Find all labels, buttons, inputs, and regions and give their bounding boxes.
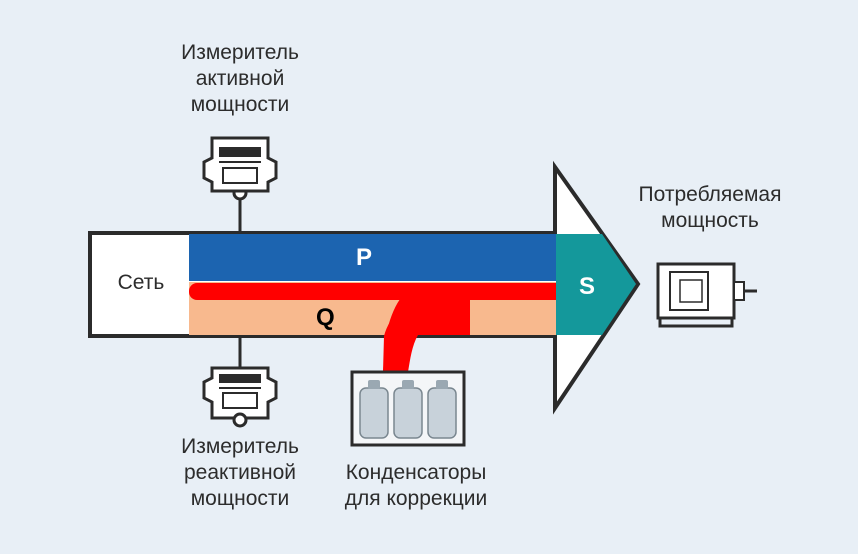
active-meter-icon — [202, 136, 278, 233]
reactive-power-letter: Q — [316, 304, 335, 331]
reactive-meter-label-line2: реактивной — [184, 461, 296, 484]
reactive-meter-label-line3: мощности — [190, 487, 290, 510]
active-meter-label: Измеритель активной мощности — [180, 40, 300, 118]
active-meter-label-line2: активной — [195, 67, 285, 90]
reactive-meter-label-line1: Измеритель — [181, 435, 299, 458]
capacitors-label-line1: Конденсаторы — [345, 461, 487, 484]
consumed-power-label-line2: мощность — [661, 209, 759, 232]
capacitor-bank-icon — [350, 370, 466, 447]
grid-label: Сеть — [117, 271, 165, 294]
capacitors-label: Конденсаторы для коррекции — [336, 460, 496, 512]
reactive-meter-icon — [202, 336, 278, 428]
active-power-letter: P — [356, 244, 373, 271]
consumed-power-label: Потребляемая мощность — [624, 182, 796, 234]
active-power-band — [189, 234, 556, 281]
reactive-meter-label: Измеритель реактивной мощности — [170, 434, 310, 512]
active-meter-label-line1: Измеритель — [181, 41, 299, 64]
consumed-power-label-line1: Потребляемая — [638, 183, 782, 206]
apparent-power-letter: S — [579, 273, 596, 300]
motor-icon — [656, 262, 757, 328]
apparent-power-zone — [556, 234, 636, 335]
capacitors-label-line2: для коррекции — [344, 487, 488, 510]
active-meter-label-line3: мощности — [190, 93, 290, 116]
